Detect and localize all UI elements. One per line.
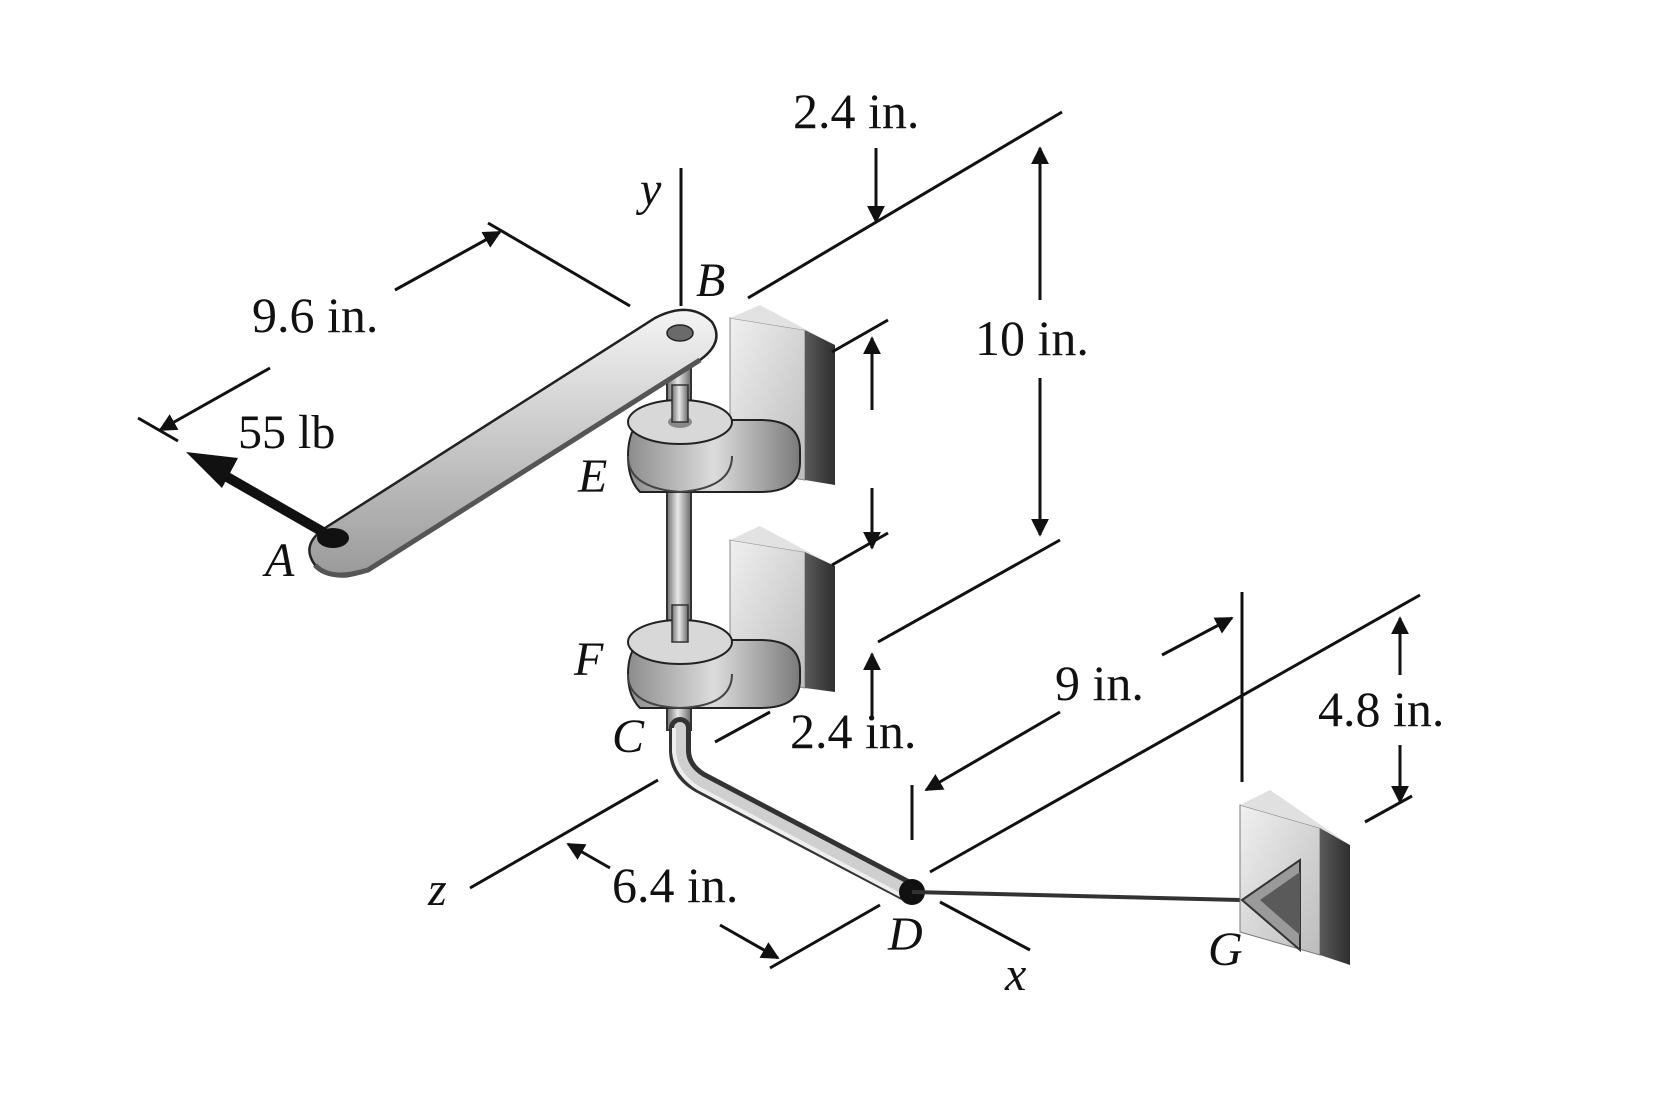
label-point-f: F [573,633,604,686]
force-label: 55 lb [238,406,335,459]
dim-bottom-offset [714,652,881,744]
bearing-e [626,384,801,494]
dim-bearing-spacing [831,318,889,567]
z-axis [469,778,659,890]
dim-ab-length [137,221,631,443]
lever-arm-ab [308,308,718,578]
dim-height-total [877,146,1061,644]
bent-rod-cd [669,717,925,905]
label-point-g: G [1208,923,1243,976]
force-arrow [186,452,333,541]
dim-top-offset [747,110,1063,300]
dim-cd-length [566,842,881,970]
bearing-f [626,604,801,710]
label-cd-length: 6.4 in. [612,857,738,913]
x-axis [939,900,1031,952]
label-point-d: D [887,908,923,961]
label-top-offset: 2.4 in. [793,83,919,139]
label-point-e: E [577,450,607,503]
label-axis-x: x [1004,948,1026,1001]
pin-b [666,324,694,342]
label-point-c: C [612,710,645,763]
label-axis-z: z [427,863,447,916]
label-dg-horizontal: 9 in. [1055,655,1144,711]
label-point-b: B [696,254,725,307]
dim-g-height [929,593,1421,874]
bracket-g [1239,790,1350,965]
dim-dg-horizontal [910,592,1244,840]
label-bottom-offset: 2.4 in. [790,703,916,759]
label-g-height: 4.8 in. [1318,681,1444,737]
label-point-a: A [262,534,295,587]
label-axis-y: y [635,163,662,216]
cable-dg [911,890,1241,902]
label-height-total: 10 in. [975,310,1089,366]
label-ab-length: 9.6 in. [252,287,378,343]
